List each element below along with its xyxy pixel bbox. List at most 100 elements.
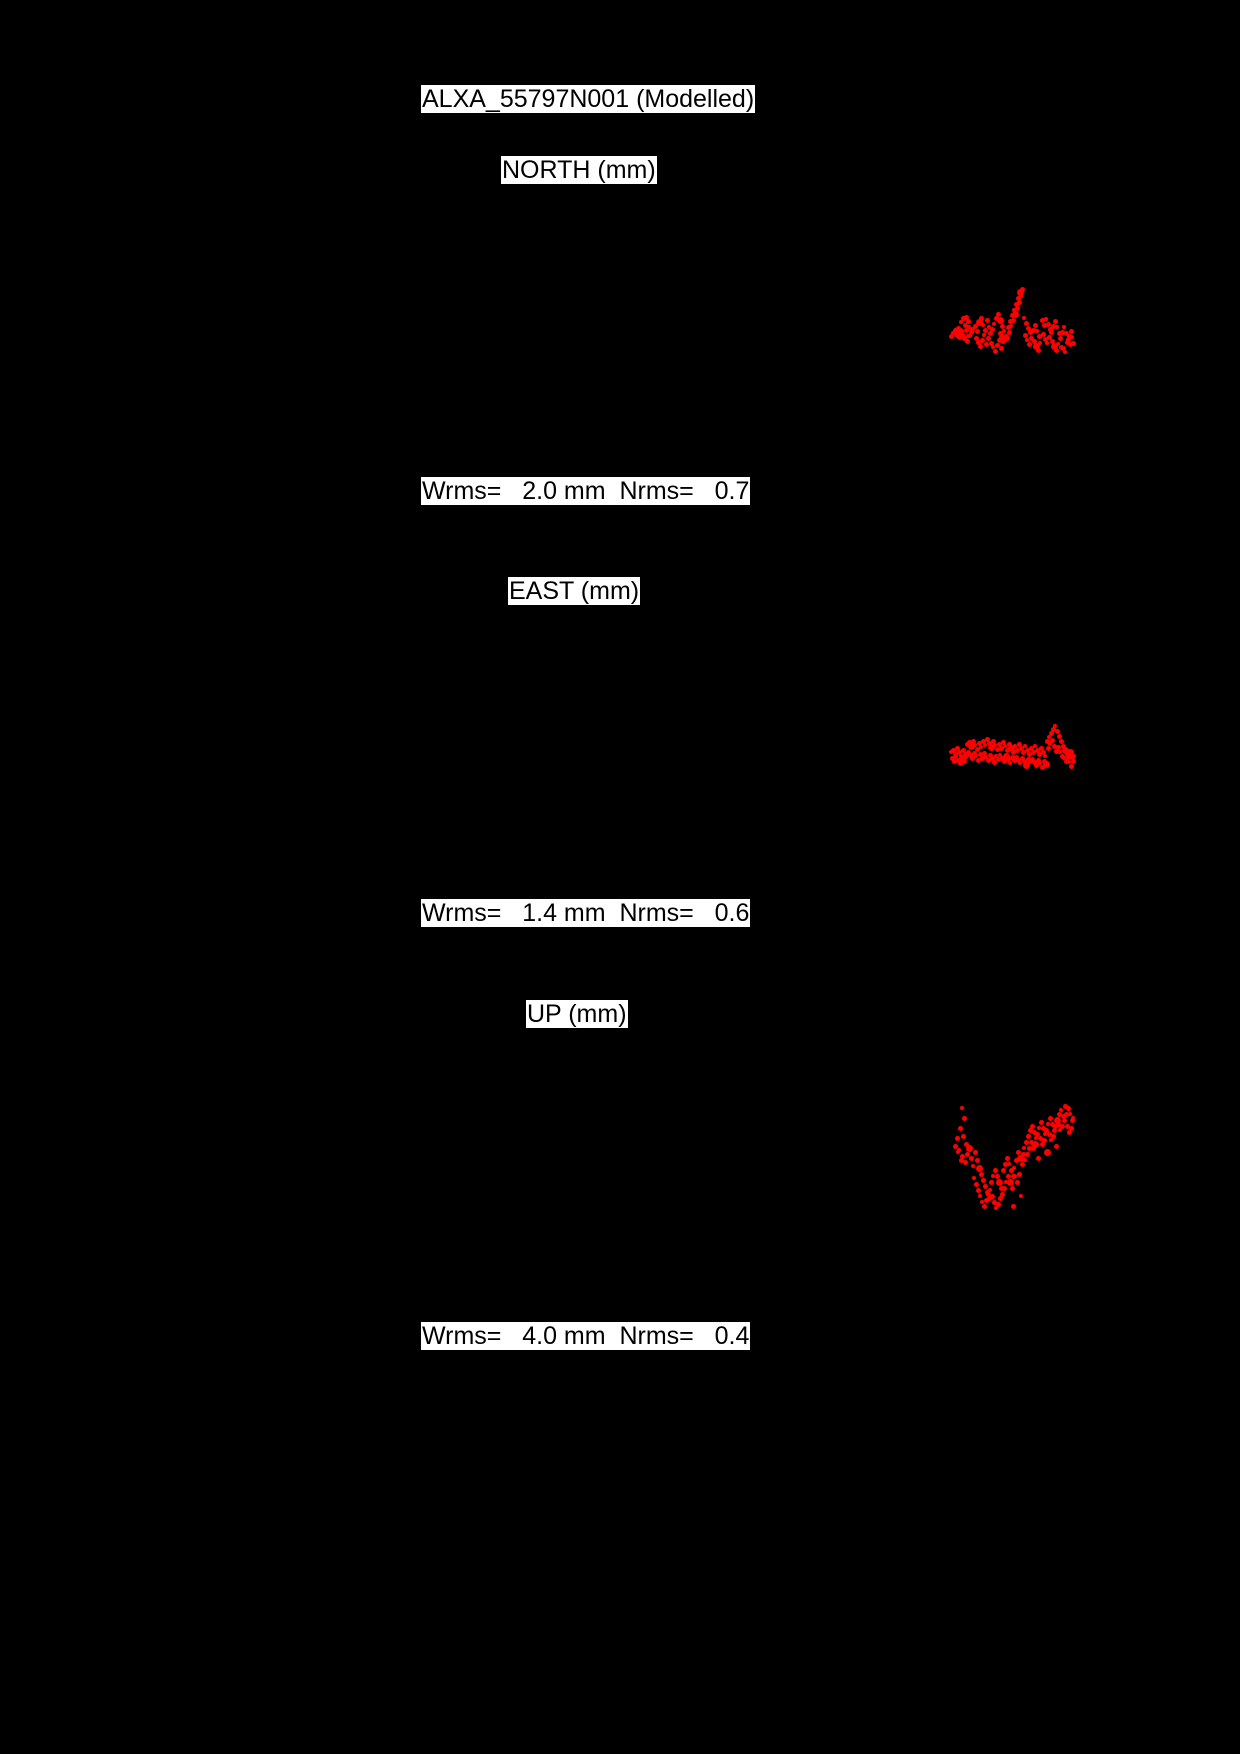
data-point	[964, 338, 970, 344]
data-point	[985, 335, 991, 341]
data-point	[989, 755, 995, 761]
data-point	[1045, 341, 1049, 345]
data-point	[1039, 764, 1045, 770]
data-point	[1049, 338, 1055, 344]
data-point	[978, 1171, 984, 1177]
data-point	[1040, 749, 1046, 755]
stats-up: Wrms= 4.0 mm Nrms= 0.4	[421, 1322, 751, 1350]
data-point	[974, 754, 978, 758]
data-point	[1012, 308, 1016, 312]
data-point	[1035, 347, 1041, 353]
data-point	[995, 1178, 1003, 1186]
data-point	[1010, 1203, 1016, 1209]
data-point	[1050, 726, 1056, 732]
data-point	[971, 1164, 975, 1168]
data-point	[1000, 739, 1006, 745]
data-point	[996, 741, 1002, 747]
data-point	[987, 752, 993, 758]
data-point	[983, 341, 989, 347]
page-title: ALXA_55797N001 (Modelled)	[421, 85, 756, 113]
data-point	[1064, 339, 1070, 345]
data-point	[1002, 329, 1006, 333]
data-point	[955, 757, 961, 763]
data-point	[1059, 1123, 1065, 1129]
data-point	[1066, 333, 1072, 339]
data-point	[1032, 322, 1038, 328]
data-point	[1033, 744, 1037, 748]
data-point	[968, 334, 972, 338]
data-point	[1008, 1167, 1014, 1173]
data-point	[1023, 320, 1029, 326]
data-point	[970, 738, 976, 744]
data-point	[987, 325, 991, 329]
data-point	[1029, 1123, 1035, 1129]
data-point	[1062, 1103, 1068, 1109]
data-point	[1026, 1145, 1032, 1151]
data-point	[1023, 1158, 1027, 1162]
data-point	[1007, 1162, 1011, 1166]
data-point	[1056, 342, 1060, 346]
data-point	[1060, 1113, 1066, 1119]
data-point	[1027, 329, 1033, 335]
data-point	[1008, 761, 1012, 765]
data-point	[976, 740, 982, 746]
data-point	[949, 755, 955, 761]
data-point	[1005, 1173, 1011, 1179]
data-point	[996, 316, 1004, 324]
data-point	[1029, 756, 1035, 762]
data-point	[1035, 329, 1039, 333]
data-point	[961, 1115, 967, 1121]
data-point	[991, 1174, 995, 1178]
data-point	[1056, 1111, 1062, 1117]
data-point	[1025, 756, 1031, 762]
data-point	[957, 760, 963, 766]
data-point	[1033, 762, 1039, 768]
data-point	[998, 745, 1004, 751]
data-point	[1068, 763, 1074, 769]
data-point	[1009, 1185, 1015, 1191]
data-point	[960, 747, 966, 753]
data-point	[1047, 1115, 1053, 1121]
data-point	[984, 317, 990, 323]
data-point	[968, 1155, 974, 1161]
data-point	[1024, 1151, 1030, 1157]
data-point	[1014, 1179, 1020, 1185]
data-point	[962, 322, 968, 328]
stats-east: Wrms= 1.4 mm Nrms= 0.6	[421, 899, 751, 927]
data-point	[1038, 761, 1042, 765]
data-point	[963, 1141, 969, 1147]
data-point	[1005, 324, 1011, 330]
data-point	[988, 1179, 994, 1185]
data-point	[1053, 1116, 1061, 1124]
data-point	[969, 326, 975, 332]
data-point	[1019, 294, 1023, 298]
data-point	[1050, 323, 1056, 329]
data-point	[1041, 1137, 1047, 1143]
data-point	[1061, 746, 1069, 754]
data-point	[1072, 754, 1076, 758]
data-point	[1049, 737, 1055, 743]
data-point	[1034, 1131, 1040, 1137]
data-point	[1006, 1178, 1014, 1186]
data-point	[1050, 342, 1058, 350]
data-point	[980, 1177, 986, 1183]
data-point	[1026, 341, 1032, 347]
data-point	[1065, 754, 1071, 760]
data-point	[1047, 735, 1051, 739]
data-point	[979, 337, 985, 343]
data-point	[948, 333, 954, 339]
data-point	[993, 315, 999, 321]
data-point	[1052, 318, 1058, 324]
data-point	[1002, 752, 1010, 760]
data-point	[1013, 744, 1017, 748]
data-point	[1043, 1127, 1049, 1133]
data-point	[1053, 724, 1057, 728]
data-point	[977, 751, 983, 757]
data-point	[962, 1159, 968, 1165]
data-point	[1013, 1157, 1019, 1163]
data-point	[999, 1191, 1005, 1197]
data-point	[1051, 1127, 1057, 1133]
data-point	[1039, 317, 1045, 323]
data-point	[1046, 1131, 1052, 1137]
